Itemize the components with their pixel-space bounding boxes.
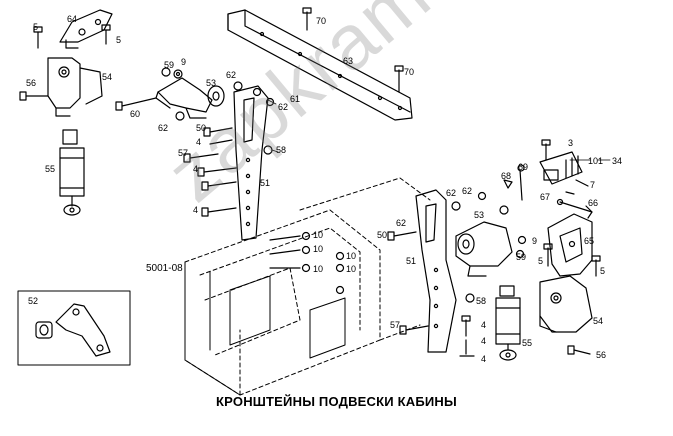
bracket-54-left bbox=[47, 57, 103, 117]
bushing-53-left bbox=[207, 85, 225, 107]
callout-57: 57 bbox=[178, 148, 189, 158]
nuts-10 bbox=[269, 231, 345, 295]
callout-70: 70 bbox=[404, 67, 415, 77]
callout-64: 64 bbox=[67, 14, 78, 24]
chassis-frame-solid bbox=[184, 261, 346, 396]
callout-34: 34 bbox=[612, 156, 623, 166]
bolts-4-left bbox=[197, 167, 237, 217]
callout-68: 68 bbox=[501, 171, 512, 181]
callout-62: 62 bbox=[396, 218, 407, 228]
callout-56: 56 bbox=[596, 350, 607, 360]
callout-101: 101 bbox=[588, 156, 604, 166]
callout-10: 10 bbox=[346, 264, 357, 274]
callout-69: 69 bbox=[518, 162, 529, 172]
bracket-54-right bbox=[539, 275, 593, 333]
callout-4: 4 bbox=[193, 164, 199, 174]
callout-55: 55 bbox=[45, 164, 56, 174]
callout-4: 4 bbox=[481, 336, 487, 346]
callout-70: 70 bbox=[316, 16, 327, 26]
callout-10: 10 bbox=[346, 251, 357, 261]
callout-67: 67 bbox=[540, 192, 551, 202]
bolt-57-right bbox=[399, 325, 429, 335]
valve-assembly-101 bbox=[539, 139, 589, 187]
callout-53: 53 bbox=[474, 210, 485, 220]
washers-left-mount bbox=[161, 67, 275, 121]
callout-3: 3 bbox=[568, 138, 574, 148]
callout-65: 65 bbox=[584, 236, 595, 246]
bolts-4-right bbox=[459, 315, 475, 357]
callout-4: 4 bbox=[193, 205, 199, 215]
nut-58-right bbox=[465, 293, 475, 303]
bolt-50-left bbox=[203, 127, 233, 145]
callout-56: 56 bbox=[26, 78, 37, 88]
callout-51: 51 bbox=[406, 256, 417, 266]
bolt-56-left bbox=[19, 91, 49, 101]
callout-62: 62 bbox=[462, 186, 473, 196]
bolt-70-right bbox=[394, 65, 404, 93]
clip-68 bbox=[503, 179, 513, 189]
link-rod-69 bbox=[517, 164, 525, 201]
bushing-53-right bbox=[457, 233, 475, 255]
figure-ref: 5001-08 bbox=[146, 263, 183, 274]
shock-absorber-55-left bbox=[59, 129, 85, 216]
vertical-bracket-51-right bbox=[415, 189, 457, 353]
callout-10: 10 bbox=[313, 230, 324, 240]
bolt-50-right bbox=[387, 231, 417, 241]
callout-58: 58 bbox=[476, 296, 487, 306]
callout-54: 54 bbox=[102, 72, 113, 82]
callout-52: 52 bbox=[28, 296, 39, 306]
callout-66: 66 bbox=[588, 198, 599, 208]
callout-62: 62 bbox=[446, 188, 457, 198]
callout-7: 7 bbox=[590, 180, 596, 190]
callout-10: 10 bbox=[313, 244, 324, 254]
callout-4: 4 bbox=[196, 137, 202, 147]
callout-5: 5 bbox=[600, 266, 606, 276]
callout-5: 5 bbox=[33, 22, 39, 32]
callout-4: 4 bbox=[481, 354, 487, 364]
shock-absorber-55-right bbox=[495, 285, 521, 361]
callout-63: 63 bbox=[343, 56, 354, 66]
callout-50: 50 bbox=[196, 123, 207, 133]
callout-9: 9 bbox=[181, 57, 187, 67]
diagram-caption: КРОНШТЕЙНЫ ПОДВЕСКИ КАБИНЫ bbox=[216, 394, 457, 409]
callout-4: 4 bbox=[481, 320, 487, 330]
callout-54: 54 bbox=[593, 316, 604, 326]
bolt-60-left bbox=[115, 97, 157, 111]
callout-62: 62 bbox=[278, 102, 289, 112]
callout-51: 51 bbox=[260, 178, 271, 188]
callout-58: 58 bbox=[276, 145, 287, 155]
callout-50: 50 bbox=[377, 230, 388, 240]
bracket-65 bbox=[547, 213, 593, 277]
callout-61: 61 bbox=[290, 94, 301, 104]
washers-right-mount bbox=[451, 191, 527, 259]
callout-53: 53 bbox=[206, 78, 217, 88]
callout-59: 59 bbox=[164, 60, 175, 70]
lever-66 bbox=[556, 198, 593, 219]
vertical-bracket-51-left bbox=[233, 85, 269, 241]
bolt-70-top bbox=[302, 7, 312, 31]
callout-59: 59 bbox=[516, 252, 527, 262]
cross-beam-63 bbox=[227, 9, 413, 121]
callout-9: 9 bbox=[532, 236, 538, 246]
callout-60: 60 bbox=[130, 109, 141, 119]
bolt-56-right bbox=[567, 345, 591, 355]
callout-55: 55 bbox=[522, 338, 533, 348]
callout-62: 62 bbox=[226, 70, 237, 80]
callout-62: 62 bbox=[158, 123, 169, 133]
leader-lines bbox=[267, 99, 611, 161]
callout-5: 5 bbox=[538, 256, 544, 266]
callout-57: 57 bbox=[390, 320, 401, 330]
callout-10: 10 bbox=[313, 264, 324, 274]
bolt-57-left bbox=[183, 153, 219, 163]
bracket-64 bbox=[59, 9, 113, 49]
clip-67 bbox=[565, 191, 575, 195]
mount-arm-right bbox=[455, 221, 513, 277]
bolt-5-upper-left bbox=[33, 24, 111, 49]
bolt-5-right bbox=[543, 243, 601, 277]
callout-5: 5 bbox=[116, 35, 122, 45]
inset-box-52 bbox=[17, 290, 131, 366]
